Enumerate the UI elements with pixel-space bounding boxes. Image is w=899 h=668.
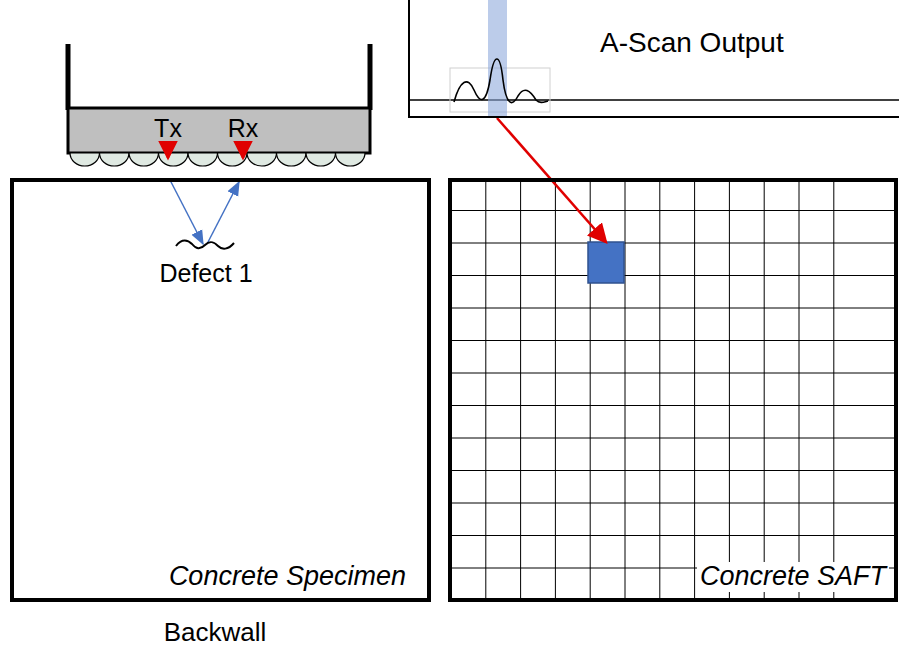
array-element — [129, 153, 159, 166]
grid-line — [764, 178, 765, 600]
grid-line — [448, 470, 897, 471]
grid-line — [799, 178, 800, 600]
ascan-panel: A-Scan Output — [408, 0, 899, 118]
saft-box: Concrete SAFT — [448, 178, 898, 602]
array-element — [277, 153, 307, 166]
grid-line — [448, 373, 897, 374]
grid-line — [448, 243, 897, 244]
saft-grid — [448, 178, 897, 600]
defect-crack — [176, 241, 234, 249]
array-element — [159, 153, 189, 166]
part-label: Defect 1 — [159, 260, 252, 288]
grid-line — [448, 438, 897, 439]
array-element — [247, 153, 277, 166]
array-element — [100, 153, 130, 166]
transducer-housing — [68, 44, 370, 153]
incident-ray — [170, 180, 203, 244]
part-label: Rx — [228, 115, 259, 143]
grid-line — [448, 535, 897, 536]
grid-line — [448, 340, 897, 341]
grid-line — [485, 178, 486, 600]
box-label: Concrete SAFT — [697, 562, 889, 592]
grid-line — [729, 178, 730, 600]
tx-arrow — [167, 142, 170, 158]
grid-line — [833, 178, 834, 600]
array-element — [306, 153, 336, 166]
grid-line — [448, 308, 897, 309]
array-element — [336, 153, 366, 166]
box-label: Concrete Specimen — [169, 562, 406, 592]
rx-arrow — [242, 142, 245, 158]
grid-line — [659, 178, 660, 600]
grid-line — [520, 178, 521, 600]
part-label: Backwall — [164, 618, 267, 647]
grid-line — [448, 210, 897, 211]
grid-line — [555, 178, 556, 600]
grid-line — [448, 275, 897, 276]
part-label: Tx — [154, 115, 182, 143]
specimen-box: Concrete Specimen — [10, 178, 431, 602]
grid-line — [694, 178, 695, 600]
array-element — [188, 153, 218, 166]
grid-line — [448, 405, 897, 406]
box-label: A-Scan Output — [600, 28, 784, 59]
grid-line — [448, 503, 897, 504]
waveform — [454, 59, 548, 103]
reflected-ray — [207, 182, 239, 244]
array-elements — [70, 153, 365, 166]
array-element — [70, 153, 100, 166]
highlighted-pixel — [588, 242, 624, 283]
